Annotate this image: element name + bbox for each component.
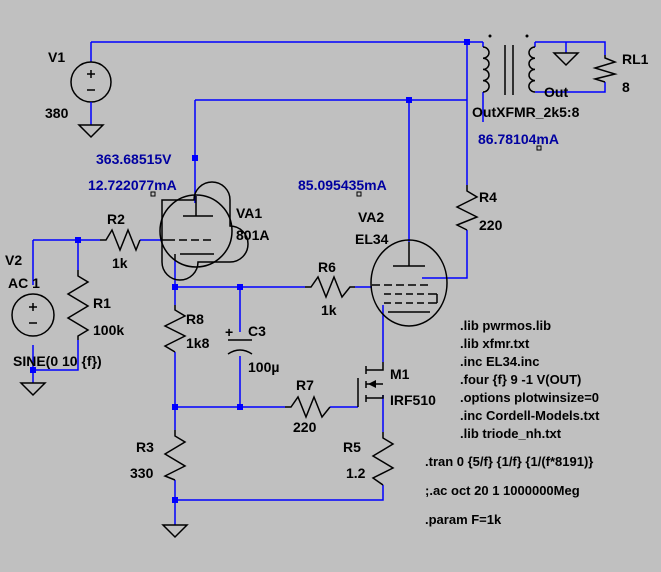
directive-line: .options plotwinsize=0 [460, 390, 599, 405]
m1-name: M1 [390, 366, 410, 382]
r2-value: 1k [112, 255, 128, 271]
r8-name: R8 [186, 311, 204, 327]
r8-resistor[interactable]: R8 1k8 [163, 305, 210, 353]
c3-name: C3 [248, 323, 266, 339]
v2-sine: SINE(0 10 {f}) [13, 353, 102, 369]
va1-triode[interactable]: VA1 801A [159, 181, 269, 281]
v1-value: 380 [45, 105, 69, 121]
c3-capacitor[interactable]: + C3 100µ [225, 323, 279, 375]
va2-name: VA2 [358, 209, 384, 225]
r4-value: 220 [479, 217, 503, 233]
rl1-name: RL1 [622, 51, 649, 67]
v2-name: V2 [5, 252, 22, 268]
r7-value: 220 [293, 419, 317, 435]
spice-directives: .lib pwrmos.lib .lib xfmr.txt .inc EL34.… [425, 318, 600, 527]
r2-resistor[interactable]: R2 1k [100, 211, 141, 271]
v2-source[interactable]: V2 AC 1 SINE(0 10 {f}) [5, 252, 102, 397]
probe-annotations: 363.68515V 12.722077mA 85.095435mA 86.78… [88, 131, 559, 197]
ground-symbols [161, 52, 580, 539]
r3-resistor[interactable]: R3 330 [130, 430, 187, 481]
m1-mosfet[interactable]: M1 IRF510 [357, 362, 436, 408]
directive-line: .lib triode_nh.txt [460, 426, 562, 441]
r1-resistor[interactable]: R1 100k [66, 270, 124, 340]
directive-line: .tran 0 {5/f} {1/f} {1/(f*8191)} [425, 454, 593, 469]
probe-current-va1: 12.722077mA [88, 177, 177, 193]
directive-line: .param F=1k [425, 512, 502, 527]
xfmr-name: OutXFMR_2k5:8 [472, 104, 580, 120]
v1-name: V1 [48, 49, 65, 65]
va1-name: VA1 [236, 205, 262, 221]
va2-value: EL34 [355, 231, 389, 247]
r5-resistor[interactable]: R5 1.2 [343, 432, 395, 486]
probe-voltage: 363.68515V [96, 151, 172, 167]
rl1-resistor[interactable]: RL1 8 [592, 51, 649, 95]
r8-value: 1k8 [186, 335, 210, 351]
m1-value: IRF510 [390, 392, 436, 408]
r3-name: R3 [136, 439, 154, 455]
r1-name: R1 [93, 295, 111, 311]
r7-resistor[interactable]: R7 220 [285, 377, 331, 435]
directive-line: ;.ac oct 20 1 1000000Meg [425, 483, 580, 498]
c3-polarity: + [225, 324, 233, 340]
v2-value: AC 1 [8, 275, 40, 291]
va1-value: 801A [236, 227, 269, 243]
rl1-value: 8 [622, 79, 630, 95]
v1-source[interactable]: V1 380 [45, 49, 112, 139]
r5-name: R5 [343, 439, 361, 455]
r4-resistor[interactable]: R4 220 [455, 185, 503, 233]
c3-value: 100µ [248, 359, 279, 375]
r3-value: 330 [130, 465, 154, 481]
r4-name: R4 [479, 189, 497, 205]
r6-value: 1k [321, 302, 337, 318]
directive-line: .lib xfmr.txt [460, 336, 530, 351]
r6-name: R6 [318, 259, 336, 275]
xfmr-port: Out [544, 84, 568, 100]
va2-pentode[interactable]: VA2 EL34 [355, 209, 448, 327]
r6-resistor[interactable]: R6 1k [305, 259, 355, 318]
r7-name: R7 [296, 377, 314, 393]
probe-current-va2: 85.095435mA [298, 177, 387, 193]
r2-name: R2 [107, 211, 125, 227]
junctions [30, 39, 470, 503]
directive-line: .four {f} 9 -1 V(OUT) [460, 372, 581, 387]
output-transformer[interactable]: OutXFMR_2k5:8 Out [472, 34, 580, 121]
directive-line: .inc Cordell-Models.txt [460, 408, 600, 423]
directive-line: .lib pwrmos.lib [460, 318, 551, 333]
r1-value: 100k [93, 322, 124, 338]
probe-current-xfmr: 86.78104mA [478, 131, 559, 147]
directive-line: .inc EL34.inc [460, 354, 539, 369]
wires [32, 41, 606, 525]
r5-value: 1.2 [346, 465, 366, 481]
